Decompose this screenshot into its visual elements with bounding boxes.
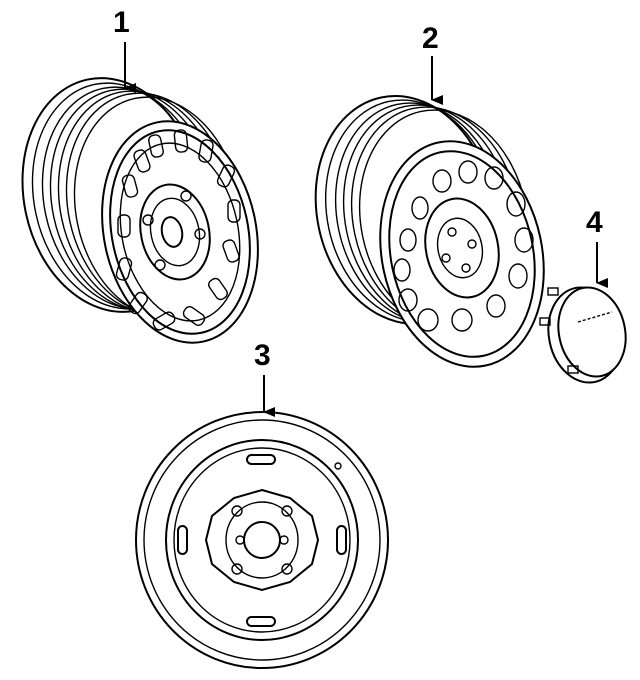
callout-4: 4 [586, 206, 608, 288]
svg-text:3: 3 [254, 339, 271, 372]
wheel-3-rim [135, 411, 389, 669]
center-cap-4[interactable] [539, 281, 634, 390]
callout-2: 2 [422, 22, 443, 105]
svg-text:2: 2 [422, 22, 439, 55]
wheel-2-hub [424, 197, 500, 299]
wheel-3-hub [204, 488, 320, 592]
svg-text:4: 4 [586, 206, 603, 239]
wheel-1-hub [139, 183, 211, 281]
callout-1: 1 [113, 6, 136, 93]
wheel-1[interactable] [1, 61, 277, 357]
callout-3: 3 [254, 339, 275, 417]
svg-text:1: 1 [113, 6, 130, 39]
wheel-3[interactable] [135, 411, 389, 669]
wheel-3-slots [177, 454, 347, 627]
wheel-1-slots [115, 129, 241, 331]
wheel-2-holes [393, 160, 534, 332]
wheel-2[interactable] [295, 79, 564, 382]
